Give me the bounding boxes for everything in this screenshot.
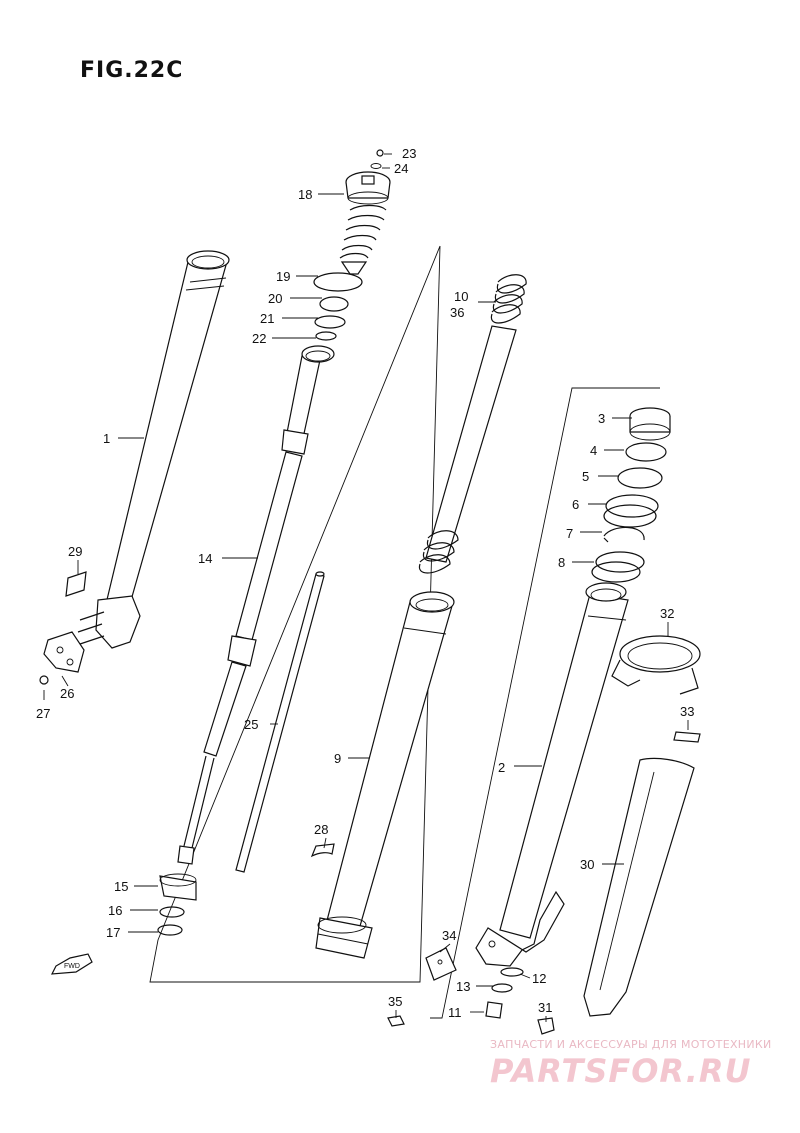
figure-title: FIG.22C [80,58,184,83]
callout-12: 12 [532,971,546,986]
callout-6: 6 [572,497,579,512]
inner-tube [315,591,455,959]
callout-5: 5 [582,469,589,484]
callout-34: 34 [442,928,456,943]
outer-tube-right [475,582,629,1019]
fork-guard [583,757,695,1017]
callout-13: 13 [456,979,470,994]
watermark-tagline: ЗАПЧАСТИ И АКСЕССУАРЫ ДЛЯ МОТОТЕХНИКИ [490,1038,772,1051]
fork-spring [418,274,527,574]
damper-rod-25 [235,571,325,873]
callout-27: 27 [36,706,50,721]
callout-10: 10 [454,289,468,304]
callout-30: 30 [580,857,594,872]
callout-26: 26 [60,686,74,701]
assembly-frame-right [430,387,660,1019]
seal-stack [591,407,671,583]
callout-3: 3 [598,411,605,426]
callout-17: 17 [106,925,120,940]
callout-8: 8 [558,555,565,570]
callout-14: 14 [198,551,212,566]
callout-28: 28 [314,822,328,837]
rings-19-22 [313,272,363,341]
callout-19: 19 [276,269,290,284]
assembly-frame-center [149,245,441,983]
callout-numbers: 1 2 3 4 5 6 7 8 9 10 11 12 13 14 15 16 1… [36,146,694,1020]
fork-clamp [611,635,701,743]
fork-cap-bolt [339,149,391,275]
callout-22: 22 [252,331,266,346]
callout-31: 31 [538,1000,552,1015]
leader-lines [43,153,689,1022]
callout-29: 29 [68,544,82,559]
watermark-logo: PARTSFOR.RU [490,1052,752,1090]
callout-25: 25 [244,717,258,732]
callout-1: 1 [103,431,110,446]
inner-damper-rod [177,345,335,865]
callout-11: 11 [448,1005,462,1020]
callout-33: 33 [680,704,694,719]
callout-4: 4 [590,443,597,458]
callout-20: 20 [268,291,282,306]
callout-16: 16 [108,903,122,918]
callout-2: 2 [498,760,505,775]
callout-23: 23 [402,146,416,161]
callout-35: 35 [388,994,402,1009]
callout-32: 32 [660,606,674,621]
callout-18: 18 [298,187,312,202]
callout-36: 36 [450,305,464,320]
small-fasteners: FWD [50,843,555,1035]
fwd-label: FWD [64,963,80,970]
callout-9: 9 [334,751,341,766]
outer-tube-left [39,250,230,685]
callout-21: 21 [260,311,274,326]
callout-7: 7 [566,526,573,541]
callout-24: 24 [394,161,408,176]
callout-15: 15 [114,879,128,894]
